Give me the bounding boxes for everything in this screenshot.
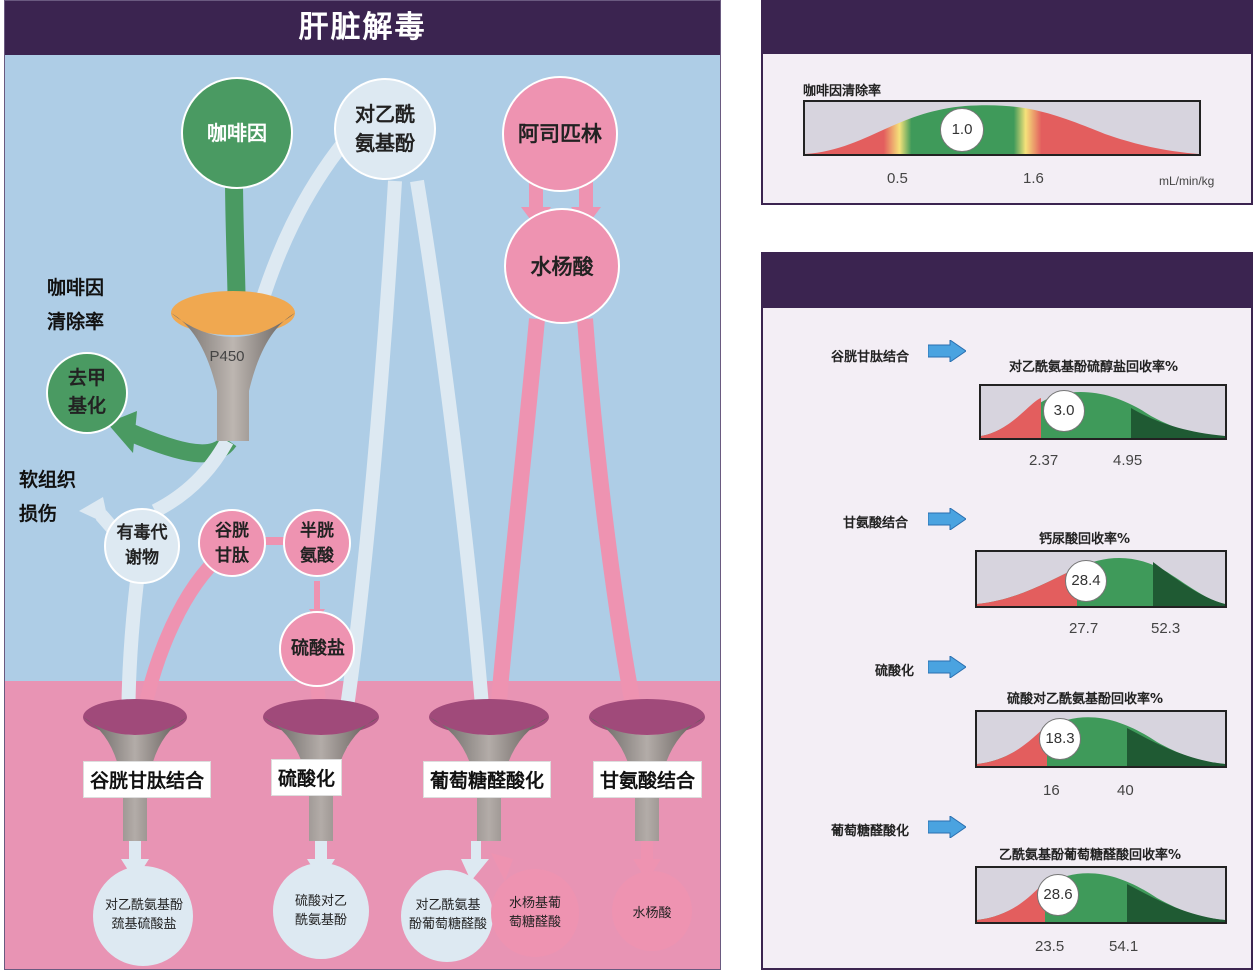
glutathione-node bbox=[198, 509, 266, 577]
funnel-label-glycine: 甘氨酸结合 bbox=[593, 761, 703, 798]
value-bubble-sulfation: 18.3 bbox=[1039, 718, 1081, 760]
pathway-label-glutathione: 谷胱甘肽结合 bbox=[831, 350, 910, 365]
caffeine-value-bubble: 1.0 bbox=[940, 108, 984, 152]
pathways-panel: 谷胱甘肽结合 对乙酰氨基酚硫醇盐回收率% 3.0 2.37 4.95 甘氨酸结合… bbox=[761, 252, 1253, 970]
pathways-panel-header bbox=[763, 254, 1251, 308]
high-tick-glucuronidation: 54.1 bbox=[1109, 938, 1139, 955]
sulfate-label: 硫酸盐 bbox=[291, 637, 345, 659]
p450-to-toxic-flow bbox=[151, 437, 234, 518]
funnel-label-glutathione: 谷胱甘肽结合 bbox=[83, 761, 212, 798]
product-label-3: 对乙酰氨基 酚葡萄糖醛酸 bbox=[408, 898, 487, 932]
caffeine-unit: mL/min/kg bbox=[1159, 174, 1215, 188]
low-tick-glutathione: 2.37 bbox=[1029, 452, 1059, 469]
product-label-1: 对乙酰氨基酚 巯基硫酸盐 bbox=[104, 898, 183, 932]
gauge-title-glutathione: 对乙酰氨基酚硫醇盐回收率% bbox=[1009, 360, 1179, 375]
caffeine-gauge-curve bbox=[805, 105, 1199, 154]
caffeine-clearance-panel: 咖啡因清除率 1.0 0.5 1.6 mL/min/kg bbox=[761, 0, 1253, 205]
toxic-metabolite-label: 有毒代 谢物 bbox=[116, 523, 168, 568]
toxic-metabolite-node bbox=[104, 508, 180, 584]
p450-label: P450 bbox=[209, 348, 245, 366]
product-label-4: 水杨基葡 萄糖醛酸 bbox=[508, 896, 561, 930]
aspirin-node bbox=[502, 76, 618, 192]
arrow-right-icon bbox=[928, 816, 966, 838]
caffeine-gauge-title: 咖啡因清除率 bbox=[803, 84, 882, 99]
aspirin-label: 阿司匹林 bbox=[518, 121, 602, 146]
gauge-sulfation-curve bbox=[977, 717, 1225, 766]
gauge-glutathione bbox=[979, 384, 1227, 440]
product-node-3 bbox=[401, 870, 493, 962]
value-bubble-glutathione: 3.0 bbox=[1043, 390, 1085, 432]
product-node-4 bbox=[491, 869, 579, 957]
pathway-label-glycine: 甘氨酸结合 bbox=[843, 516, 909, 531]
salicylic-acid-node bbox=[504, 208, 620, 324]
arrow-right-icon bbox=[928, 340, 966, 362]
product-node-2 bbox=[273, 863, 369, 959]
funnel-label-sulfation: 硫酸化 bbox=[271, 759, 343, 796]
gauge-sulfation bbox=[975, 710, 1227, 768]
p450-funnel-rim bbox=[171, 291, 295, 335]
demethylation-label: 去甲 基化 bbox=[67, 367, 106, 417]
gauge-glucuronidation bbox=[975, 866, 1227, 924]
arrow-right-icon bbox=[928, 656, 966, 678]
low-tick-sulfation: 16 bbox=[1043, 782, 1060, 799]
product-label-5: 水杨酸 bbox=[632, 905, 672, 921]
p450-funnel bbox=[171, 313, 295, 441]
glucuronidation-pink-arrowhead bbox=[491, 853, 513, 881]
gauge-title-glucuronidation: 乙酰氨基酚葡萄糖醛酸回收率% bbox=[999, 848, 1182, 863]
acetaminophen-to-sulfation-flow bbox=[334, 180, 402, 748]
caffeine-clearance-label: 咖啡因 清除率 bbox=[47, 277, 105, 334]
arrow-right-icon bbox=[928, 508, 966, 530]
gauge-title-sulfation: 硫酸对乙酰氨基酚回收率% bbox=[1007, 692, 1164, 707]
caffeine-gauge bbox=[803, 100, 1201, 156]
acetaminophen-to-glucuronidation-flow bbox=[410, 179, 492, 747]
value-bubble-glucuronidation: 28.6 bbox=[1037, 874, 1079, 916]
page-title: 肝脏解毒 bbox=[5, 1, 720, 55]
caffeine-low-tick: 0.5 bbox=[887, 170, 908, 187]
soft-tissue-damage-label: 软组织 损伤 bbox=[19, 469, 77, 526]
pathway-label-sulfation: 硫酸化 bbox=[875, 664, 915, 679]
acetaminophen-label: 对乙酰 氨基酚 bbox=[355, 102, 415, 155]
glutathione-label: 谷胱 甘肽 bbox=[215, 521, 249, 566]
demethylation-node bbox=[46, 352, 128, 434]
high-tick-sulfation: 40 bbox=[1117, 782, 1134, 799]
tissue-arrowhead bbox=[79, 497, 109, 525]
gauge-title-glycine: 钙尿酸回收率% bbox=[1039, 532, 1131, 547]
high-tick-glycine: 52.3 bbox=[1151, 620, 1181, 637]
cysteine-node bbox=[283, 509, 351, 577]
product-node-5 bbox=[612, 871, 692, 951]
value-bubble-glycine: 28.4 bbox=[1065, 560, 1107, 602]
funnel-label-glucuronidation: 葡萄糖醛酸化 bbox=[423, 761, 552, 798]
cysteine-label: 半胱 氨酸 bbox=[300, 521, 334, 566]
caffeine-panel-header bbox=[763, 2, 1251, 54]
salicylic-acid-label: 水杨酸 bbox=[530, 254, 594, 279]
liver-detox-diagram: 肝脏解毒 咖啡因 对乙酰 氨基酚 阿司匹林 水杨酸 P450 去甲 基化 有毒代… bbox=[4, 0, 721, 970]
acetaminophen-node bbox=[334, 78, 436, 180]
product-node-1 bbox=[93, 866, 193, 966]
pathway-label-glucuronidation: 葡萄糖醛酸化 bbox=[831, 824, 910, 839]
sulfate-node bbox=[279, 611, 355, 687]
salicylic-to-glucuronidation-flow bbox=[487, 318, 545, 747]
caffeine-node bbox=[181, 77, 293, 189]
low-tick-glucuronidation: 23.5 bbox=[1035, 938, 1065, 955]
gauge-glutathione-curve bbox=[981, 392, 1225, 438]
salicylic-to-glycine-flow bbox=[577, 318, 649, 748]
product-label-2: 硫酸对乙 酰氨基酚 bbox=[294, 894, 347, 928]
caffeine-high-tick: 1.6 bbox=[1023, 170, 1044, 187]
low-tick-glycine: 27.7 bbox=[1069, 620, 1099, 637]
gauge-glucuronidation-curve bbox=[977, 873, 1225, 922]
high-tick-glutathione: 4.95 bbox=[1113, 452, 1143, 469]
caffeine-label: 咖啡因 bbox=[207, 120, 267, 145]
